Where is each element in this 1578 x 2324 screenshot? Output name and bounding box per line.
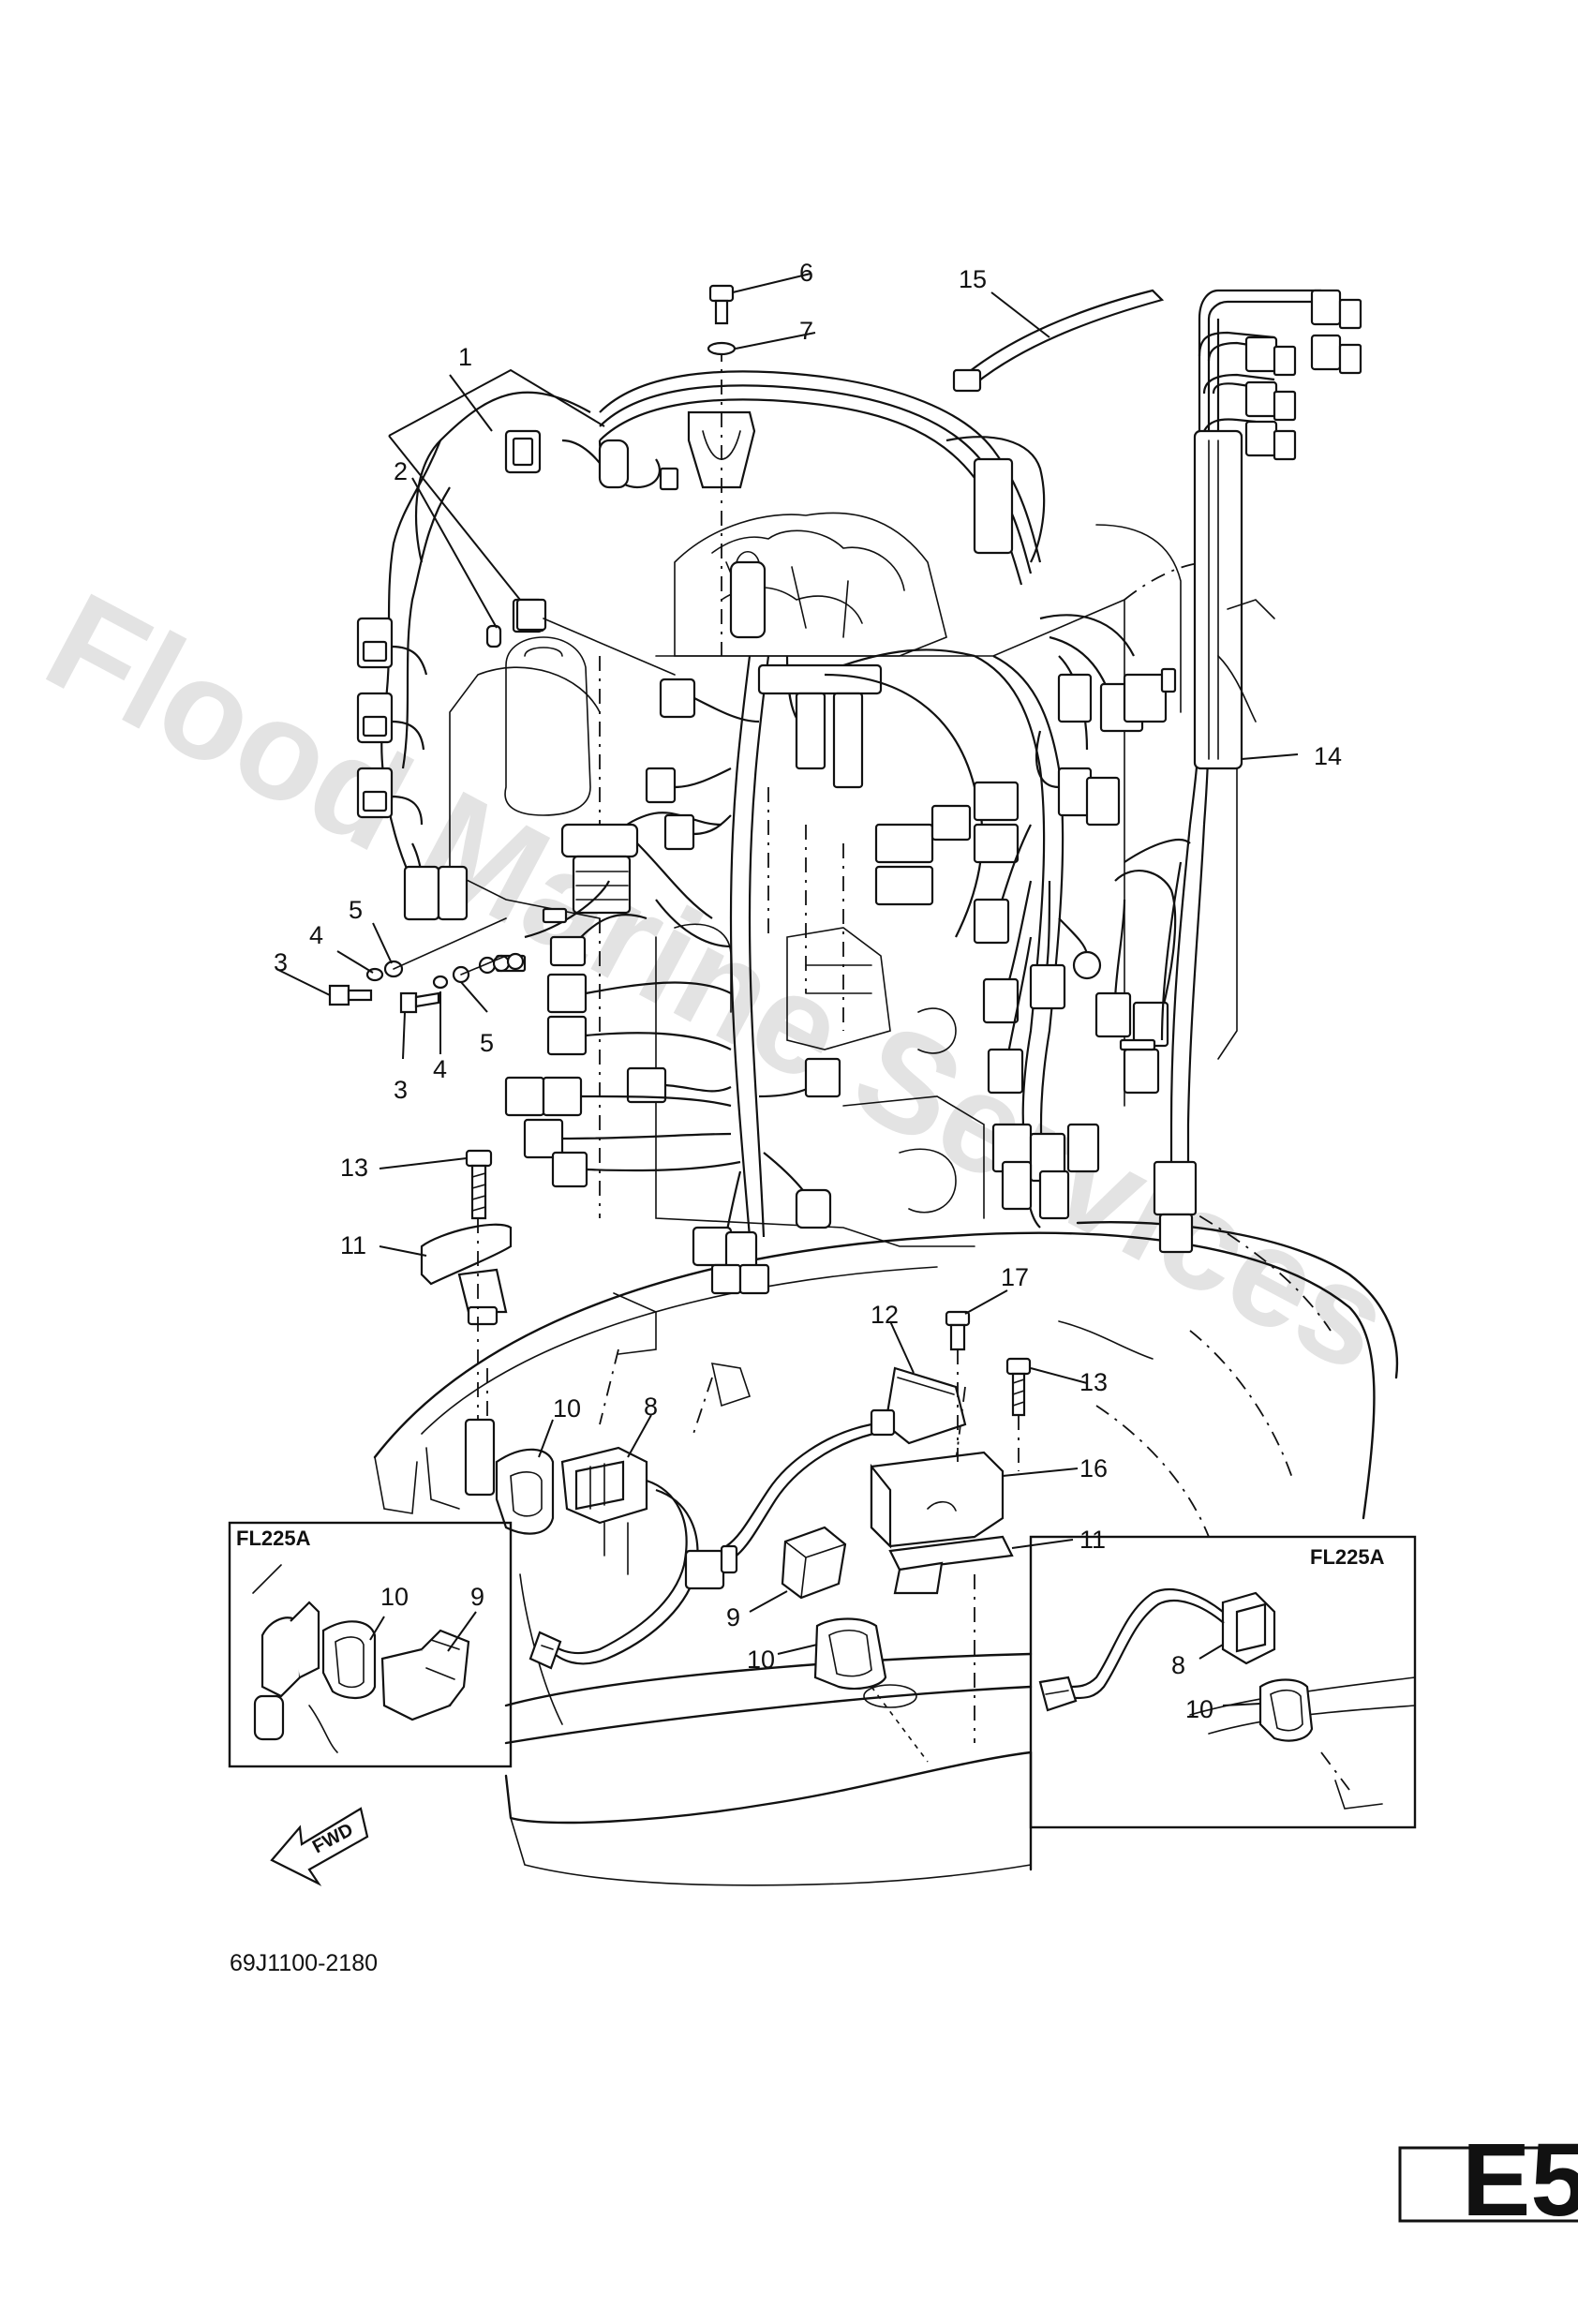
callout-1: 1 — [458, 343, 472, 371]
callout-9a: 9 — [726, 1603, 740, 1631]
callout-2: 2 — [394, 457, 408, 485]
rectifier-assembly[interactable] — [684, 1310, 1032, 1743]
leader-lines — [275, 273, 1299, 1706]
callout-4b: 4 — [433, 1055, 447, 1083]
callout-numbers: 1 2 3 3 4 4 5 5 6 7 15 14 13 11 12 17 13… — [274, 259, 1342, 1723]
callout-8b: 8 — [1171, 1651, 1185, 1679]
page-code: E5 — [1462, 2123, 1578, 2238]
callout-10d: 10 — [1185, 1695, 1213, 1723]
inset-box-right — [1029, 1535, 1417, 1829]
main-wiring-harness[interactable] — [356, 370, 1191, 1295]
callout-8a: 8 — [644, 1393, 658, 1421]
callout-11b: 11 — [1079, 1526, 1106, 1554]
callout-17: 17 — [1001, 1263, 1029, 1291]
callout-10b: 10 — [747, 1646, 775, 1674]
callout-16: 16 — [1079, 1454, 1108, 1482]
page-code-box: E5 — [1398, 2123, 1578, 2238]
callout-3a: 3 — [274, 948, 288, 976]
callout-9b: 9 — [470, 1583, 484, 1611]
callout-12: 12 — [871, 1301, 899, 1329]
lead-wire-connector[interactable] — [485, 598, 676, 676]
callout-14: 14 — [1314, 742, 1342, 770]
callout-10a: 10 — [553, 1394, 581, 1423]
inset-right-label: FL225A — [1310, 1545, 1385, 1569]
callout-3b: 3 — [394, 1076, 408, 1104]
inset-left-label: FL225A — [236, 1527, 311, 1550]
callout-11a: 11 — [340, 1231, 366, 1259]
forward-arrow-icon: FWD — [270, 1807, 369, 1886]
callout-5a: 5 — [349, 896, 363, 924]
holder-bracket-left[interactable] — [420, 1149, 513, 1497]
sub-harness-14[interactable] — [1153, 289, 1362, 1254]
callout-5b: 5 — [480, 1029, 494, 1057]
coupler-and-grommet[interactable] — [781, 1526, 929, 1763]
callout-7: 7 — [799, 317, 813, 345]
callout-13a: 13 — [340, 1154, 368, 1182]
callout-4a: 4 — [309, 921, 323, 949]
callout-15: 15 — [959, 265, 987, 293]
callout-10c: 10 — [380, 1583, 409, 1611]
part-number: 69J1100-2180 — [230, 1950, 378, 1976]
bracket-with-bolt[interactable] — [687, 284, 756, 656]
callout-13b: 13 — [1079, 1368, 1108, 1396]
cable-tie-band[interactable] — [952, 289, 1165, 393]
callout-6: 6 — [799, 259, 813, 287]
grommet-and-coupler[interactable] — [495, 1446, 699, 1670]
inset-box-left — [228, 1521, 513, 1768]
